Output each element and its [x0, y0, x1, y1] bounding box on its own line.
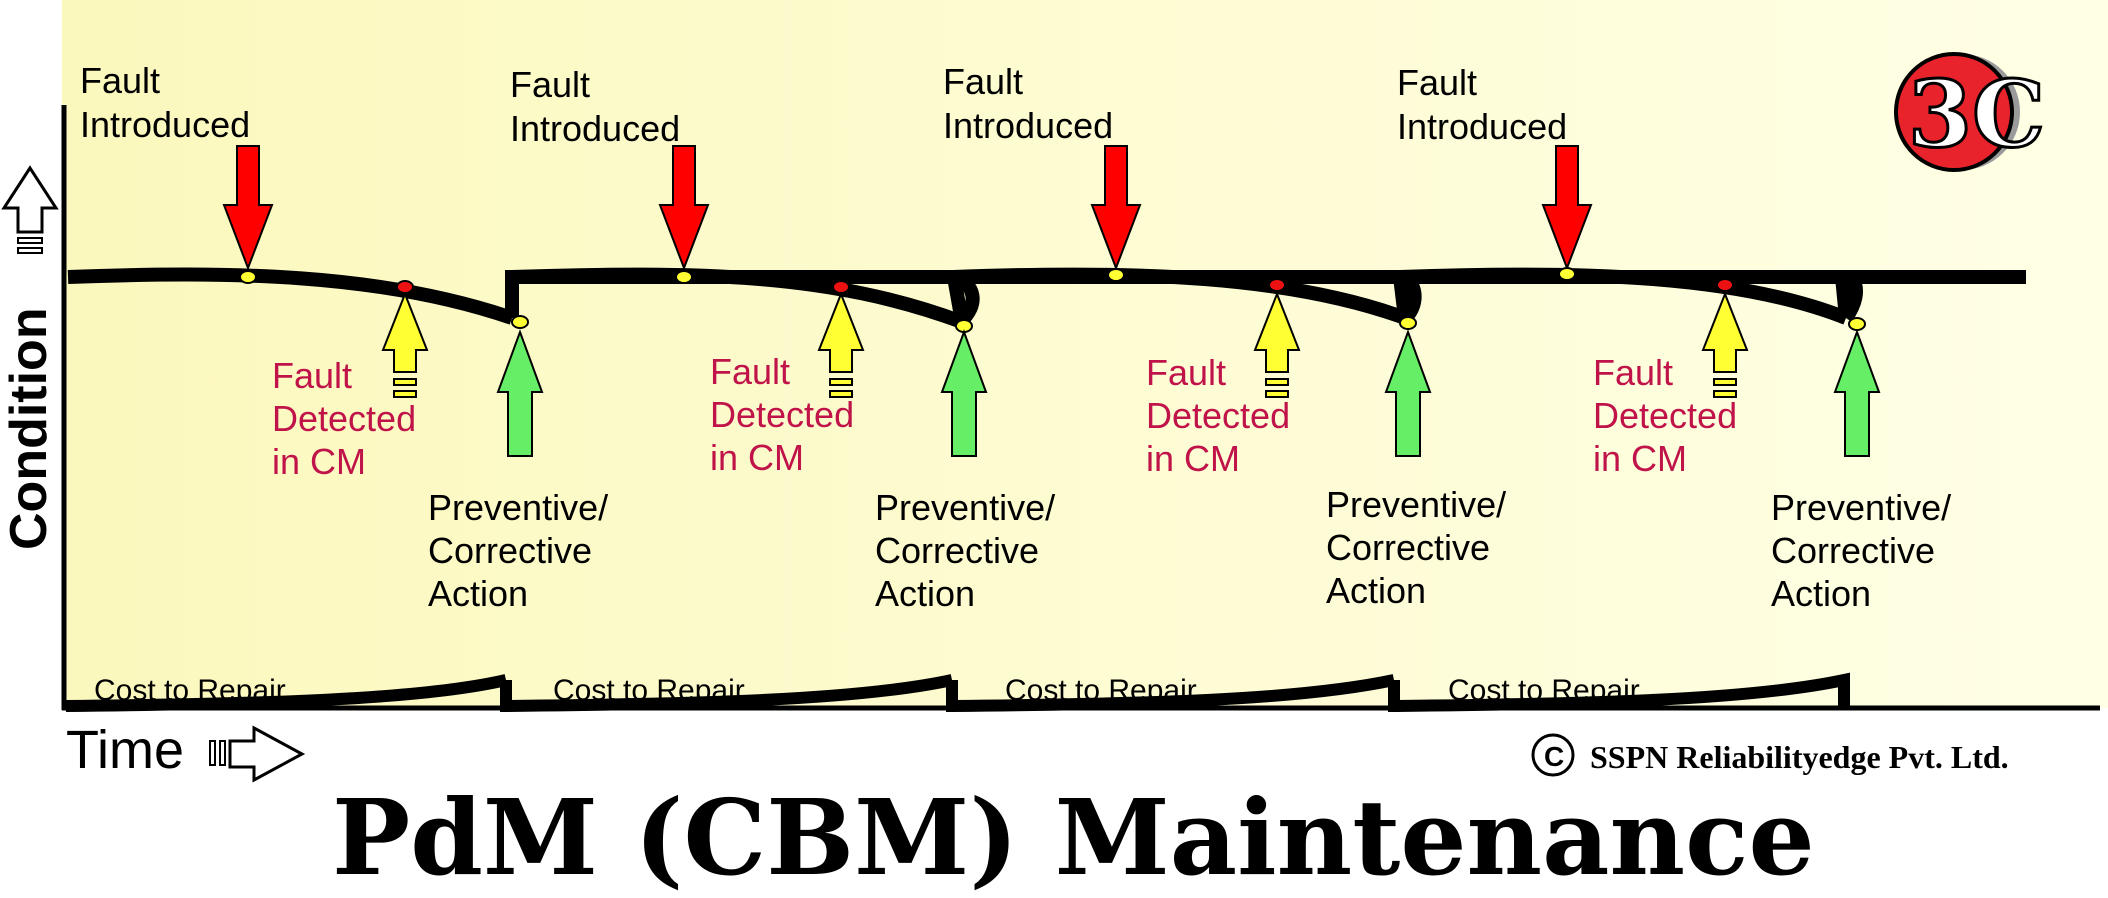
action-arrow-icon [1384, 329, 1432, 457]
condition-final-segment [1834, 270, 2026, 319]
fault-detected-arrow-icon [1253, 291, 1301, 373]
action-arrow-icon [496, 329, 544, 457]
y-axis-label: Condition [0, 307, 58, 550]
fault-introduced-arrow-icon [658, 145, 710, 271]
cost-to-repair-label: Cost to Repair [1005, 674, 1197, 707]
action-marker [1848, 317, 1866, 331]
condition-curve-segment-4 [1399, 267, 1849, 325]
action-arrow-icon [1833, 329, 1881, 457]
condition-curve-segment-3 [953, 267, 1408, 325]
page-title: PdM (CBM) Maintenance [332, 776, 1815, 898]
copyright-icon [1531, 733, 1575, 777]
action-marker [1399, 316, 1417, 330]
cost-to-repair-label: Cost to Repair [1448, 674, 1640, 707]
condition-curve-segment-1 [67, 267, 515, 325]
copyright-text: SSPN Reliabilityedge Pvt. Ltd. [1590, 739, 2009, 775]
copyright: © C SSPN Reliabilityedge Pvt. Ltd. [1531, 733, 2009, 777]
fault-introduced-marker [1558, 267, 1576, 281]
cost-baseline [65, 672, 1850, 713]
fault-introduced-marker [239, 270, 257, 284]
fault-introduced-marker [1107, 268, 1125, 282]
condition-curve [67, 267, 2026, 329]
logo-3c-icon: 3C [1894, 52, 2047, 172]
action-marker [511, 315, 529, 329]
condition-curve-segment-2 [511, 267, 965, 329]
action-arrow-icon [940, 329, 988, 457]
fault-introduced-arrow-icon [1541, 145, 1593, 271]
fault-detected-marker [1716, 278, 1734, 292]
svg-text:3C: 3C [1908, 60, 2045, 168]
fault-detected-marker [1268, 278, 1286, 292]
cost-to-repair-label: Cost to Repair [94, 674, 286, 707]
svg-text:C: C [1544, 741, 1564, 772]
condition-arrow-icon [1, 165, 59, 254]
fault-introduced-marker [675, 270, 693, 284]
cost-to-repair-label: Cost to Repair [553, 674, 745, 707]
fault-introduced-arrow-icon [1090, 145, 1142, 271]
x-axis-label: Time [66, 720, 184, 780]
time-arrow-icon [209, 725, 306, 783]
fault-detected-arrow-icon [1701, 291, 1749, 373]
fault-detected-marker [396, 280, 414, 294]
fault-detected-arrow-icon [381, 291, 429, 373]
fault-detected-arrow-icon [817, 291, 865, 373]
fault-detected-marker [832, 280, 850, 294]
fault-introduced-arrow-icon [222, 145, 274, 271]
